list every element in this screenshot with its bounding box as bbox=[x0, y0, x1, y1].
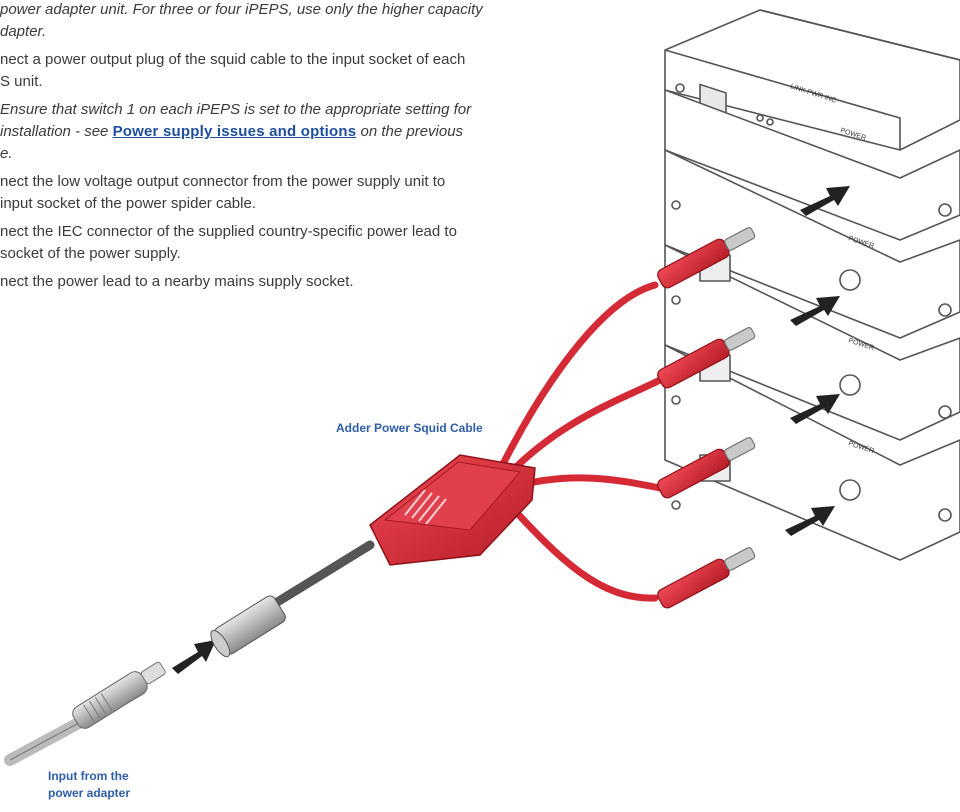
note-text-before-link: installation - see bbox=[0, 123, 113, 140]
arrow-icon bbox=[172, 640, 216, 674]
input-plug-connector bbox=[72, 661, 166, 729]
input-socket-connector bbox=[210, 595, 286, 658]
hub-grip-icon bbox=[404, 489, 447, 525]
arrow-icon bbox=[785, 506, 835, 536]
red-plug bbox=[657, 546, 756, 609]
power-supply-issues-link[interactable]: Power supply issues and options bbox=[112, 123, 357, 140]
red-plug bbox=[657, 226, 756, 289]
instruction-line: e. bbox=[0, 145, 13, 162]
instruction-step-low-voltage: nect the low voltage output connector fr… bbox=[0, 173, 446, 190]
note-text-after-link: on the previous bbox=[356, 123, 464, 140]
ipeps-unit-stack: LINK PWR INC POWER POWER POWER POWER bbox=[664, 9, 960, 561]
instruction-line: input socket of the power spider cable. bbox=[0, 195, 256, 212]
ipeps-unit-1: LINK PWR INC POWER bbox=[664, 9, 960, 191]
squid-hub bbox=[369, 454, 536, 566]
squid-cable-caption: Adder Power Squid Cable bbox=[336, 421, 483, 435]
arrow-icon bbox=[790, 296, 840, 326]
ipeps-unit-4-body bbox=[664, 344, 960, 561]
red-plug bbox=[657, 326, 756, 389]
input-caption-line1: Input from the bbox=[48, 769, 129, 783]
instruction-step-mains: nect the power lead to a nearby mains su… bbox=[0, 273, 354, 290]
instruction-line: dapter. bbox=[0, 23, 47, 40]
instruction-line: socket of the power supply. bbox=[0, 245, 181, 262]
instruction-note-line: installation - see Power supply issues a… bbox=[0, 122, 463, 142]
instruction-note-switch: Ensure that switch 1 on each iPEPS is se… bbox=[0, 101, 472, 118]
red-plugs bbox=[657, 226, 756, 609]
arrow-icon bbox=[790, 394, 840, 424]
arrow-icon bbox=[800, 186, 850, 216]
squid-cable-legs bbox=[496, 281, 664, 602]
input-cable bbox=[4, 540, 375, 766]
instruction-step-iec: nect the IEC connector of the supplied c… bbox=[0, 223, 457, 240]
red-plug bbox=[657, 436, 756, 499]
instruction-step-connect-plug: nect a power output plug of the squid ca… bbox=[0, 51, 466, 68]
input-caption-line2: power adapter bbox=[48, 786, 131, 800]
insert-arrows bbox=[172, 186, 850, 674]
instruction-line: power adapter unit. For three or four iP… bbox=[0, 1, 483, 18]
instruction-line: S unit. bbox=[0, 73, 43, 90]
